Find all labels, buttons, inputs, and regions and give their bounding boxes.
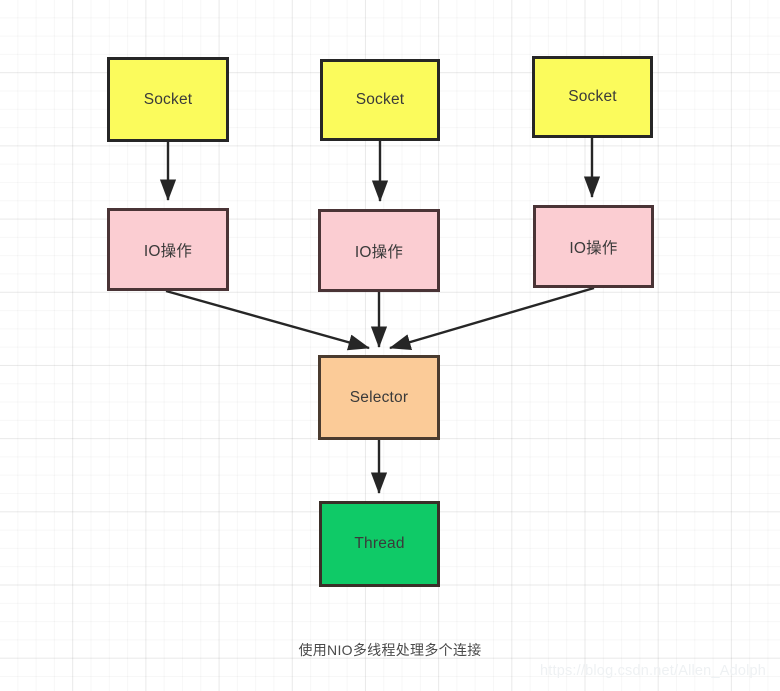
node-label: Socket — [143, 90, 193, 108]
node-label: Socket — [568, 88, 617, 105]
node-label: Thread — [354, 535, 405, 552]
node-thread[interactable]: Thread — [319, 501, 440, 587]
node-io-1[interactable]: IO操作 — [107, 208, 229, 291]
node-label: IO操作 — [354, 243, 404, 261]
node-io-2[interactable]: IO操作 — [318, 209, 440, 292]
node-socket-1[interactable]: Socket — [107, 57, 229, 142]
node-selector[interactable]: Selector — [318, 355, 440, 440]
node-label: IO操作 — [143, 242, 193, 260]
watermark-text: https://blog.csdn.net/Allen_Adolph — [540, 663, 767, 679]
node-socket-3[interactable]: Socket — [532, 56, 653, 138]
node-io-3[interactable]: IO操作 — [533, 205, 654, 288]
edge-io1-selector — [165, 289, 370, 351]
node-socket-2[interactable]: Socket — [320, 59, 440, 141]
diagram-caption: 使用NIO多线程处理多个连接 — [298, 642, 482, 658]
edge-io3-selector — [389, 286, 595, 351]
node-label: Selector — [349, 388, 409, 406]
node-label: IO操作 — [569, 239, 618, 257]
node-label: Socket — [355, 91, 405, 108]
